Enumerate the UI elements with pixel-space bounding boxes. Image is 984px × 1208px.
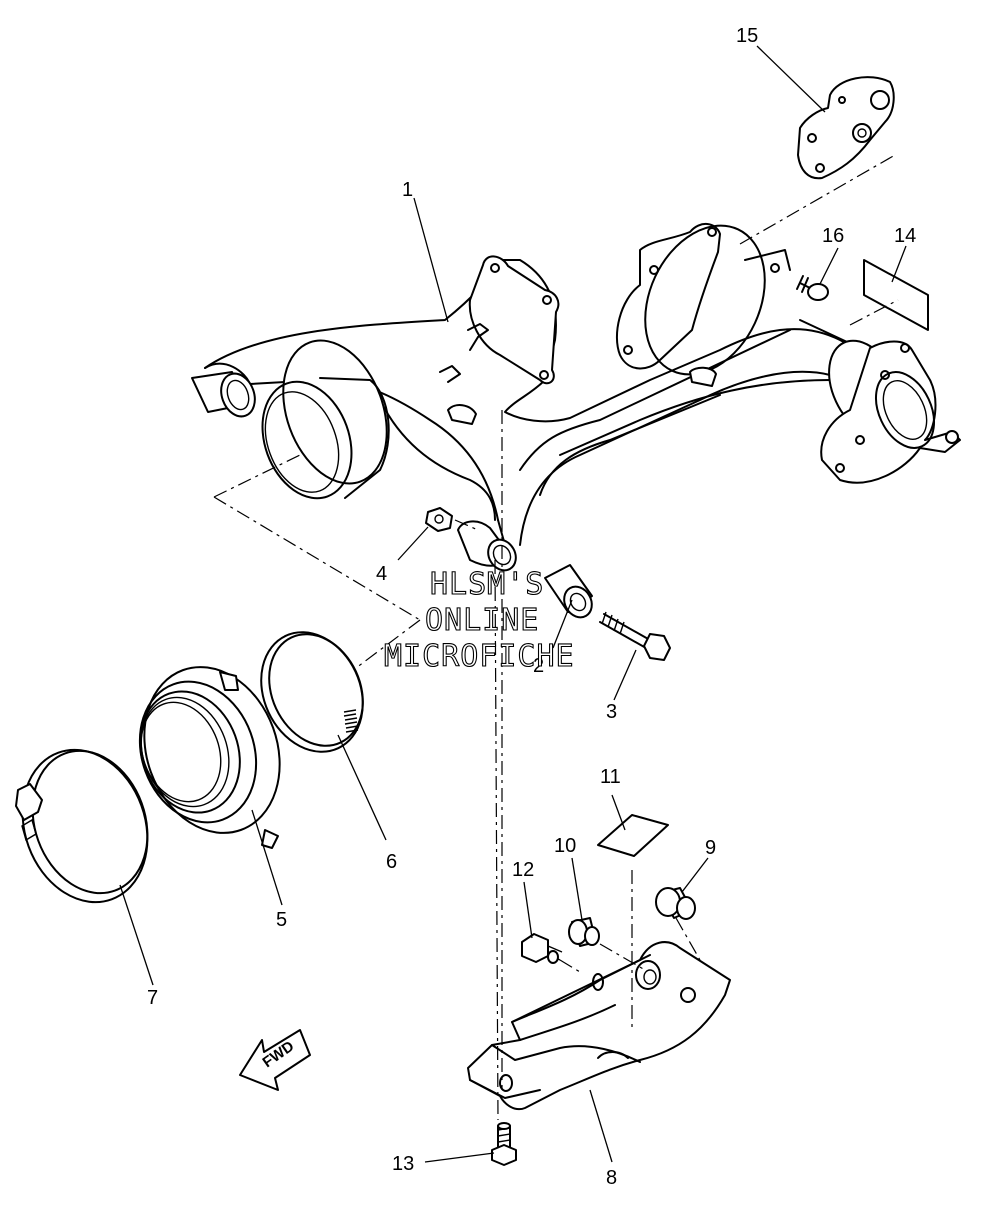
callout-1: 1 bbox=[402, 179, 413, 201]
callout-8: 8 bbox=[606, 1167, 617, 1189]
flange-bolt-part bbox=[521, 933, 563, 964]
rear-arm-part bbox=[191, 223, 961, 572]
callout-6: 6 bbox=[386, 851, 397, 873]
callout-16: 16 bbox=[822, 225, 844, 247]
callout-numbers: 1 2 3 4 5 6 7 8 9 10 11 12 13 14 15 16 bbox=[147, 25, 916, 1189]
label-plate-part bbox=[863, 259, 929, 331]
forward-direction-arrow: FWD bbox=[239, 1029, 311, 1091]
collar-part bbox=[544, 564, 593, 619]
callout-12: 12 bbox=[512, 859, 534, 881]
watermark: HLSM'S ONLINE MICROFICHE bbox=[383, 566, 575, 674]
callout-5: 5 bbox=[276, 909, 287, 931]
damper-small-part bbox=[568, 917, 600, 947]
callout-leader-lines bbox=[119, 45, 907, 1163]
watermark-line-3: MICROFICHE bbox=[384, 639, 575, 674]
callout-14: 14 bbox=[894, 225, 916, 247]
boot-part bbox=[138, 666, 281, 849]
lower-guard-part bbox=[467, 941, 731, 1111]
callout-4: 4 bbox=[376, 563, 387, 585]
callout-13: 13 bbox=[392, 1153, 414, 1175]
callout-7: 7 bbox=[147, 987, 158, 1009]
bottom-bolt-part bbox=[491, 1122, 517, 1166]
callout-9: 9 bbox=[705, 837, 716, 859]
spring-ring-part bbox=[260, 631, 364, 753]
pivot-bolt-part bbox=[599, 611, 671, 661]
nut-part bbox=[425, 507, 453, 532]
pad-part bbox=[597, 814, 669, 857]
band-clamp-part bbox=[15, 748, 149, 904]
watermark-line-2: ONLINE bbox=[425, 603, 539, 638]
watermark-line-1: HLSM'S bbox=[430, 567, 544, 602]
callout-2: 2 bbox=[533, 655, 544, 677]
assembly-guide-lines bbox=[213, 154, 899, 1121]
callout-10: 10 bbox=[554, 835, 576, 857]
callout-15: 15 bbox=[736, 25, 758, 47]
bracket-part bbox=[797, 76, 895, 180]
small-bolt-part bbox=[796, 275, 829, 301]
damper-part bbox=[655, 887, 696, 920]
callout-11: 11 bbox=[600, 766, 621, 788]
callout-3: 3 bbox=[606, 701, 617, 723]
